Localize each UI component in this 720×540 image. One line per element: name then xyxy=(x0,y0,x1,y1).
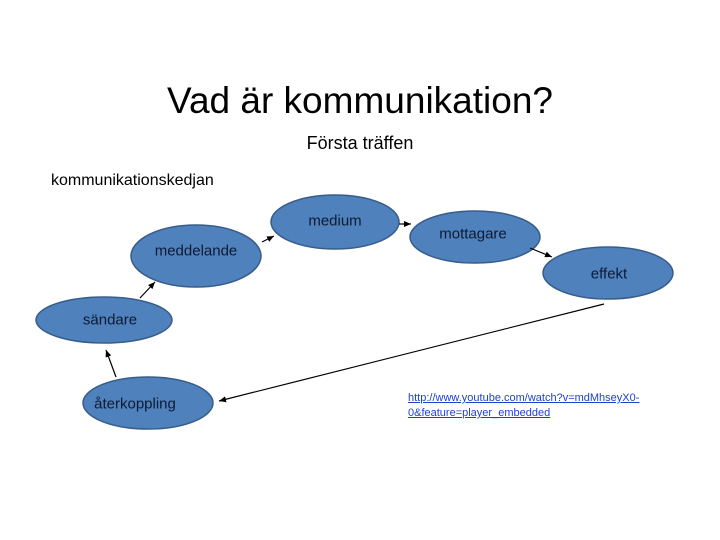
youtube-link-line2[interactable]: 0&feature=player_embedded xyxy=(408,407,551,419)
node-mottagare xyxy=(409,210,541,264)
node-label-sandare: sändare xyxy=(82,311,138,329)
node-effekt xyxy=(542,246,674,300)
section-label: kommunikationskedjan xyxy=(51,172,214,189)
node-meddelande xyxy=(130,224,262,288)
edge-meddelande-medium xyxy=(261,235,275,243)
edge-mottagare-effekt xyxy=(529,247,553,258)
edge-aterkoppling-sandare xyxy=(105,349,117,378)
youtube-link[interactable]: http://www.youtube.com/watch?v=mdMhseyX0… xyxy=(408,391,658,421)
node-sandare xyxy=(35,296,173,344)
edge-sandare-meddelande xyxy=(139,281,156,299)
edge-effekt-aterkoppling xyxy=(218,303,605,403)
node-label-meddelande: meddelande xyxy=(154,242,238,260)
node-label-effekt: effekt xyxy=(590,265,628,283)
slide-subtitle: Första träffen xyxy=(306,133,414,153)
node-aterkoppling xyxy=(82,376,214,430)
slide-title: Vad är kommunikation? xyxy=(167,80,553,121)
node-label-medium: medium xyxy=(308,212,362,230)
node-medium xyxy=(270,194,400,250)
youtube-link-line1[interactable]: http://www.youtube.com/watch?v=mdMhseyX0… xyxy=(408,392,640,404)
node-label-mottagare: mottagare xyxy=(439,225,507,243)
node-label-aterkoppling: återkoppling xyxy=(94,395,176,413)
